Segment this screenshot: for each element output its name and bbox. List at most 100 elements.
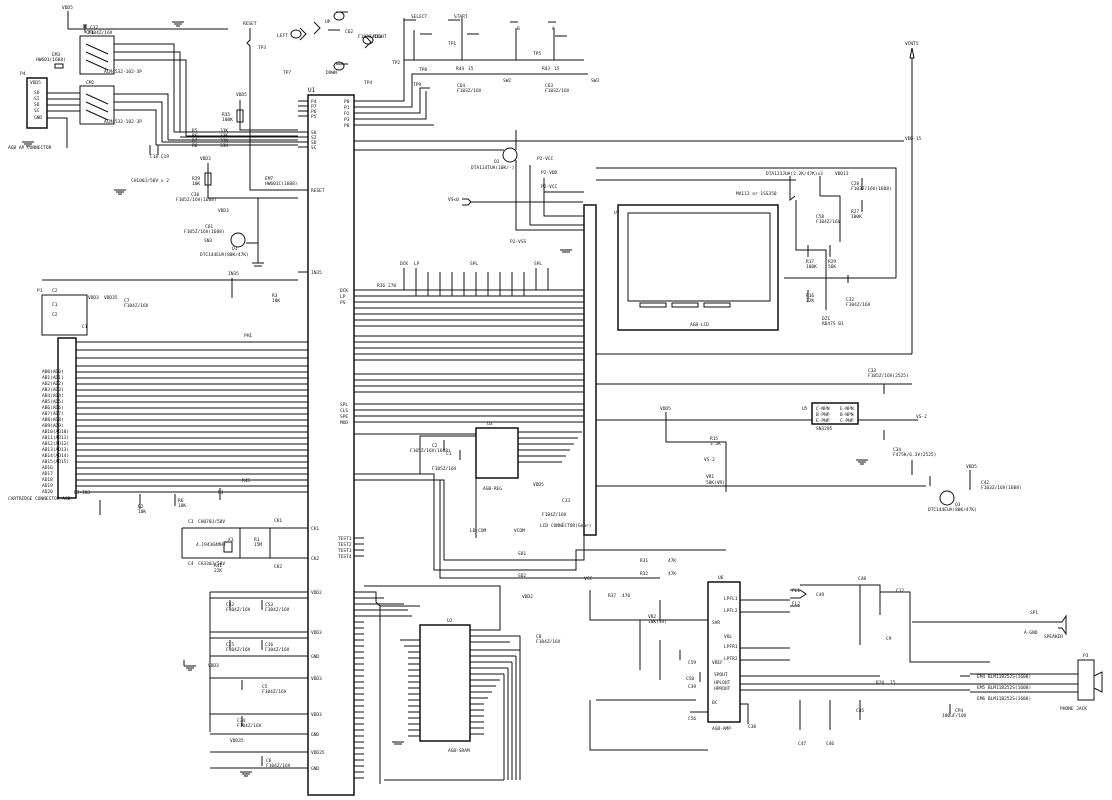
r43-value: 15 <box>554 66 560 72</box>
vdd5-p4-label: VDD5 <box>30 80 41 86</box>
r6b-value: 10K <box>178 503 186 509</box>
pin-ps: PS <box>340 300 346 306</box>
lcd-connector-label: LCD CONNECTOR(Gear) <box>540 523 591 529</box>
cpnp-label: C-PNP <box>840 418 854 424</box>
ad20-label: AD20 <box>42 489 53 495</box>
c32-value: F104Z/16V <box>846 302 871 308</box>
c62-label: C62 <box>345 29 353 35</box>
u2-label: U2 <box>447 618 453 624</box>
bnpn-label: B-NPN <box>840 412 854 418</box>
start-label: START <box>454 14 468 20</box>
sc-label: SC <box>34 108 40 114</box>
fl2-label: FL2 <box>792 601 800 607</box>
cnpn-label: C-NPN <box>816 406 830 412</box>
so-label: SO <box>34 90 40 96</box>
ab11-label: AB11(AD11) <box>42 435 69 441</box>
u3-label: U3 <box>487 421 493 427</box>
button-block: LEFT UP RIGHT DOWN SELECT START B A C62 … <box>258 11 599 126</box>
ab10-label: AB10(AD10) <box>42 429 69 435</box>
sd-label: SD <box>34 102 40 108</box>
r41-label: R41 <box>214 563 222 569</box>
clock-block: C3 CH070J/50V C4 CH330J/50V X1 4.194304M… <box>181 518 298 574</box>
c2-label: C2 <box>52 288 58 294</box>
pin-si: SI <box>311 135 317 141</box>
c53-label: C53 <box>265 602 273 608</box>
vdd3-cart-label: VDD3 <box>88 295 99 301</box>
power-caps-block: C52 F104Z/16V C53 F104Z/16V C15 F104Z/16… <box>208 591 298 769</box>
r5-value: 33K <box>220 128 228 134</box>
cp4-value: 100uF/10V <box>942 713 967 719</box>
c8-value: F104Z/16V <box>536 639 561 645</box>
c61-label: C61 <box>205 224 213 230</box>
vdd3-c61-label: VDD3 <box>218 208 229 214</box>
agb-ap-connector-label: AGB AP CONNECTOR <box>8 145 52 151</box>
lpfl1-label: LPFL1 <box>724 596 738 602</box>
pin-vdd3: VDD3 <box>311 630 322 636</box>
pin-vdd3b: VDD3 <box>311 676 322 682</box>
c8-label: C8 <box>536 634 542 640</box>
pin-ck1: CK1 <box>311 526 319 532</box>
vr2-value: 10K(VR) <box>648 619 667 625</box>
ab7-label: AB7(AD7) <box>42 411 64 417</box>
r6-label: R6 <box>192 133 198 139</box>
vdd5-r35-label: VDD5 <box>236 92 247 98</box>
r27-value: 100K <box>851 214 862 220</box>
p4-label: P4 <box>20 71 26 77</box>
q1-value: DTC144EUA(80K/47K) <box>200 252 249 258</box>
r6b-label: R6 <box>178 498 184 504</box>
spl2-label: SPL <box>534 261 542 267</box>
pin-so: SO <box>311 130 317 136</box>
pin-p0: P0 <box>344 99 350 105</box>
ad19-label: AD19 <box>42 483 53 489</box>
u1-label: U1 <box>308 87 316 94</box>
reset-block: RESET VDD5 R35 100K VDD3 R29 10K C38 F10… <box>176 21 298 267</box>
em3-label: EM3 <box>52 52 60 58</box>
r37-label: R37 <box>608 593 616 599</box>
tp5-label: TP5 <box>533 51 541 57</box>
pin-p2: P2 <box>344 111 350 117</box>
sd2-label: SD2 <box>518 573 526 579</box>
pin-reset: RESET <box>311 188 325 194</box>
cm2-label: CM2 <box>86 80 94 86</box>
lpfr1-label: LPFR1 <box>724 644 738 650</box>
spout-label: SPOUT <box>714 672 728 678</box>
r2-label: R2 <box>138 504 144 510</box>
c6-label: C6 <box>266 758 272 764</box>
q1-label: Q1 <box>232 246 238 252</box>
c15-value: F104Z/16V <box>226 647 251 653</box>
pin-test3: TEST3 <box>338 548 352 554</box>
c38-label: C38 <box>191 192 199 198</box>
enpn-label: E-NPN <box>840 406 854 412</box>
vcnt5-label: VCNT5 <box>905 41 919 47</box>
ground-symbols <box>22 21 868 777</box>
c28-label: C28 <box>851 181 859 187</box>
em7-label: EM7 <box>265 176 273 182</box>
cartridge-block: P1 C2 C1 C2 C1 VDD3 VDD35 C7 F104Z/16V R… <box>8 271 298 515</box>
c39-label: C39 <box>688 684 696 690</box>
r8-value: 33K <box>220 143 228 149</box>
phi-label: PHI <box>244 333 252 339</box>
p2vss-label: P2-VSS <box>510 239 527 245</box>
hplout-label: HPLOUT <box>714 680 731 686</box>
vol-label: VOL <box>724 634 732 640</box>
ad18-label: AD18 <box>42 477 53 483</box>
svr-label: SVR <box>712 620 720 626</box>
r8-label: R8 <box>192 143 198 149</box>
fl1-label: FL1 <box>792 588 800 594</box>
tp2-label: TP2 <box>392 60 400 66</box>
ab5-label: AB5(AD5) <box>42 399 64 405</box>
c4-label: C4 <box>188 561 194 567</box>
pin-lp: LP <box>340 294 346 300</box>
sw2-label: SW2 <box>503 78 511 84</box>
c16-label: C16 <box>265 642 273 648</box>
c18c19-value: CH100J/50V x 2 <box>131 178 169 184</box>
contrast-block: C33 F105Z/16V(2525) U5 C-NPN B-PNP E-PNP… <box>596 353 1022 513</box>
c2-reg-value: F105Z/16V(1608) <box>410 448 451 454</box>
pin-p6: P6 <box>311 109 317 115</box>
r44-value: 15 <box>468 66 474 72</box>
c33-value: F105Z/16V(2525) <box>868 373 909 379</box>
power-supply-block: VCNT5 VDD-15 DTA123JUA(2.2K/47K)x3 MA112… <box>364 41 922 354</box>
audio-amp-block: SD1 SD2 R31 47K R32 47K VCC R37 470 VR2 … <box>364 473 1103 751</box>
pin-p4: P4 <box>311 99 317 105</box>
vr1-value: 50K(VR) <box>706 480 725 486</box>
